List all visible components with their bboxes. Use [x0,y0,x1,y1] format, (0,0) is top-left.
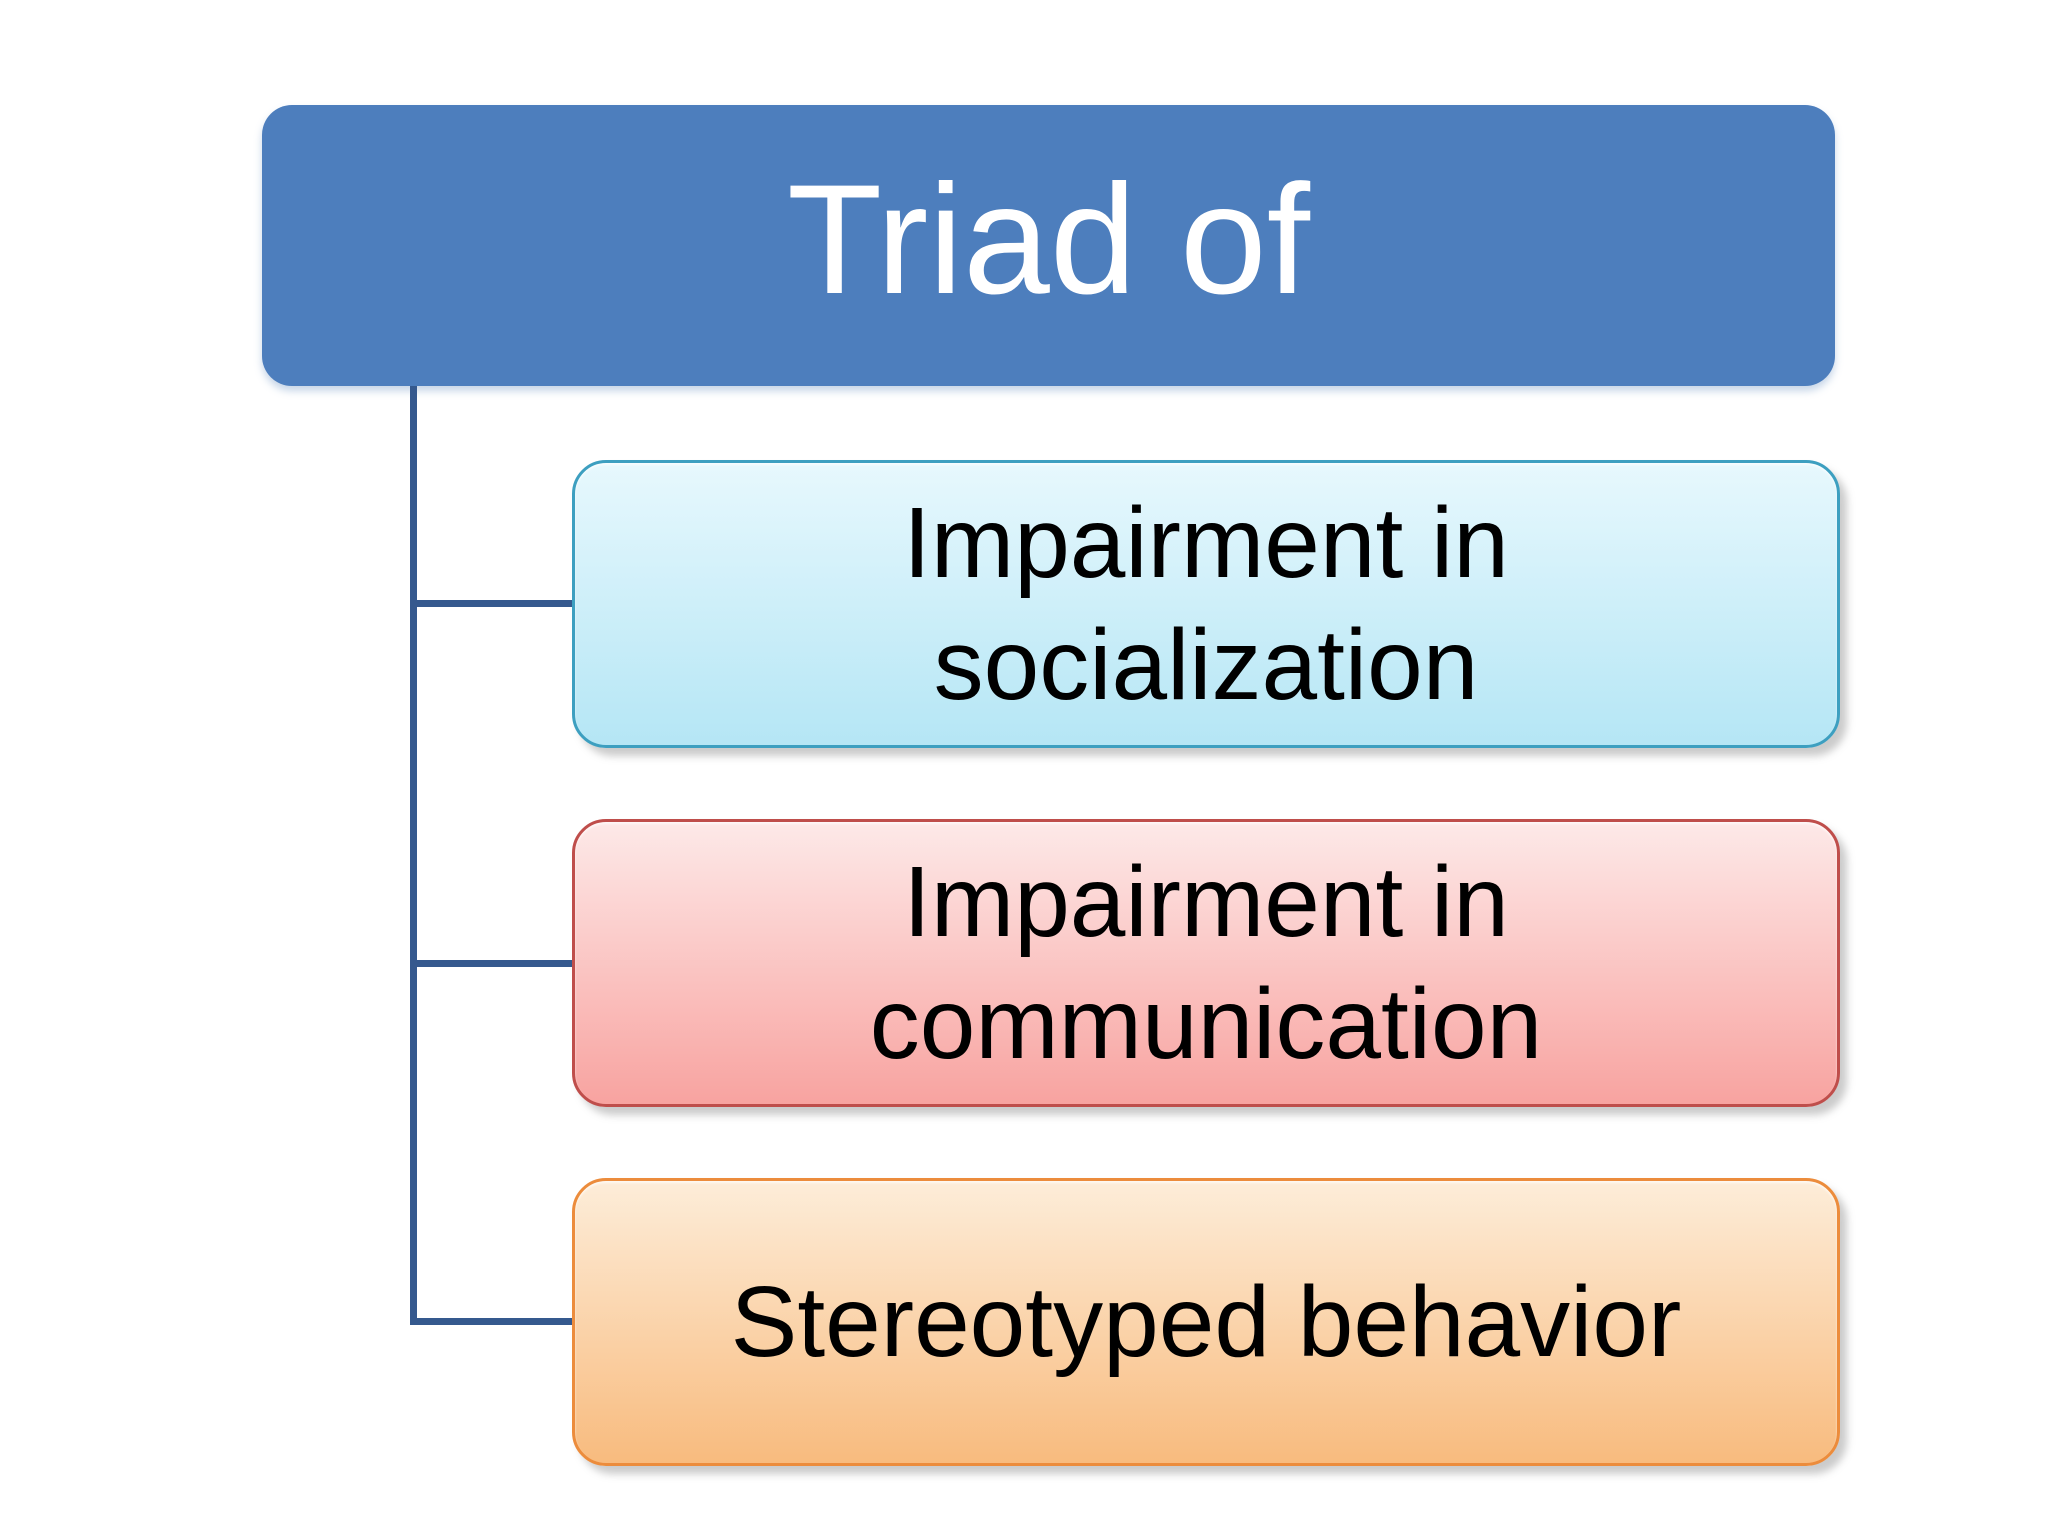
node-label: Impairment in socialization [903,487,1509,721]
connector-line-behavior [410,1318,576,1325]
node-stereotyped-behavior[interactable]: Stereotyped behavior [572,1178,1840,1466]
node-label: Impairment in communication [869,846,1543,1080]
node-label: Stereotyped behavior [730,1266,1682,1378]
connector-line-socialization [410,600,576,607]
node-impairment-in-socialization[interactable]: Impairment in socialization [572,460,1840,748]
root-node-title: Triad of [786,152,1311,327]
root-node-triad-of[interactable]: Triad of [262,105,1835,386]
connector-line-communication [410,960,576,967]
hierarchy-trunk-line [410,386,417,1324]
node-impairment-in-communication[interactable]: Impairment in communication [572,819,1840,1107]
